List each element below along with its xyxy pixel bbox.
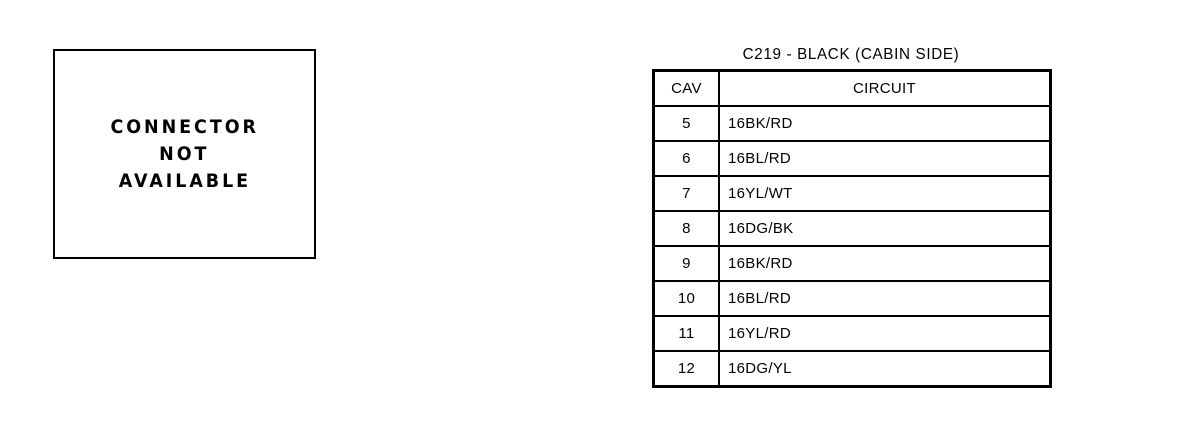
cell-circuit: 16YL/WT: [718, 175, 1051, 212]
cell-cav: 11: [653, 315, 720, 352]
table-row: 11 16YL/RD: [653, 315, 1051, 352]
table-row: 7 16YL/WT: [653, 175, 1051, 212]
connector-not-available-box: CONNECTOR NOT AVAILABLE: [53, 49, 316, 259]
table-row: 10 16BL/RD: [653, 280, 1051, 317]
cell-circuit: 16DG/YL: [718, 350, 1051, 387]
cell-cav: 10: [653, 280, 720, 317]
cell-circuit: 16YL/RD: [718, 315, 1051, 352]
cell-cav: 9: [653, 245, 720, 282]
cell-cav: 5: [653, 105, 720, 142]
cell-circuit: 16BL/RD: [718, 140, 1051, 177]
table-row: 8 16DG/BK: [653, 210, 1051, 247]
column-header-cav: CAV: [653, 70, 720, 107]
table-row: 9 16BK/RD: [653, 245, 1051, 282]
cell-cav: 12: [653, 350, 720, 387]
column-header-circuit: CIRCUIT: [718, 70, 1051, 107]
connector-placeholder-line-3: AVAILABLE: [118, 169, 251, 192]
cavity-circuit-table: CAV CIRCUIT 5 16BK/RD 6 16BL/RD 7 16YL/W…: [652, 69, 1052, 388]
cell-circuit: 16BL/RD: [718, 280, 1051, 317]
cell-circuit: 16DG/BK: [718, 210, 1051, 247]
cavity-circuit-table-body: 5 16BK/RD 6 16BL/RD 7 16YL/WT 8 16DG/BK …: [653, 105, 1051, 387]
cell-cav: 7: [653, 175, 720, 212]
connector-table-title: C219 - BLACK (CABIN SIDE): [742, 46, 960, 63]
cell-circuit: 16BK/RD: [718, 245, 1051, 282]
cell-circuit: 16BK/RD: [718, 105, 1051, 142]
table-header-row: CAV CIRCUIT: [653, 70, 1051, 107]
cell-cav: 8: [653, 210, 720, 247]
table-row: 5 16BK/RD: [653, 105, 1051, 142]
connector-table-block: C219 - BLACK (CABIN SIDE) CAV CIRCUIT 5 …: [652, 46, 1052, 388]
connector-placeholder-line-2: NOT: [159, 142, 210, 165]
cell-cav: 6: [653, 140, 720, 177]
connector-placeholder-line-1: CONNECTOR: [110, 115, 259, 138]
table-row: 6 16BL/RD: [653, 140, 1051, 177]
table-row: 12 16DG/YL: [653, 350, 1051, 387]
